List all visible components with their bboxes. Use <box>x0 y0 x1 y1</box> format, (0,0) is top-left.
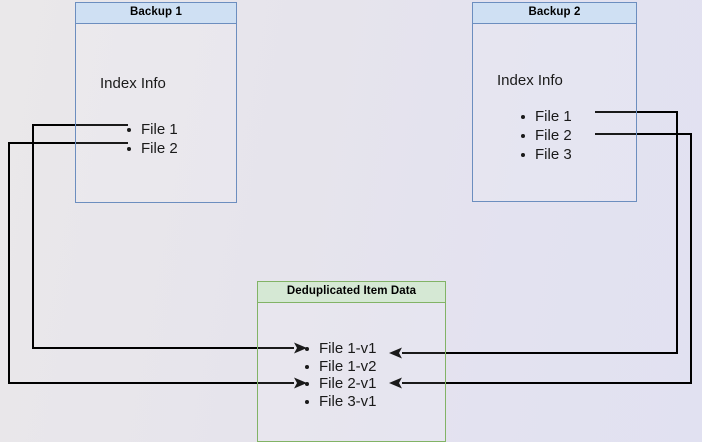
node-backup2-file-list: File 1 File 2 File 3 <box>520 107 572 164</box>
node-backup2-index-label: Index Info <box>497 72 563 89</box>
list-item[interactable]: File 2-v1 <box>304 375 377 393</box>
node-dedup-file-list: File 1-v1 File 1-v2 File 2-v1 File 3-v1 <box>304 340 377 410</box>
node-backup1-body: Index Info File 1 File 2 <box>76 24 236 202</box>
node-backup2[interactable]: Backup 2 Index Info File 1 File 2 File 3 <box>472 2 637 202</box>
node-backup1-file-list: File 1 File 2 <box>126 120 178 158</box>
list-item[interactable]: File 3 <box>520 145 572 164</box>
node-deduplicated-item-data-title: Deduplicated Item Data <box>258 282 445 303</box>
node-backup1-title: Backup 1 <box>76 3 236 24</box>
list-item[interactable]: File 2 <box>520 126 572 145</box>
node-backup2-body: Index Info File 1 File 2 File 3 <box>473 24 636 201</box>
list-item[interactable]: File 2 <box>126 139 178 158</box>
list-item[interactable]: File 1-v1 <box>304 340 377 358</box>
node-backup1-index-label: Index Info <box>100 75 166 92</box>
node-backup1[interactable]: Backup 1 Index Info File 1 File 2 <box>75 2 237 203</box>
node-backup2-title: Backup 2 <box>473 3 636 24</box>
node-deduplicated-item-data-body: File 1-v1 File 1-v2 File 2-v1 File 3-v1 <box>258 303 445 441</box>
list-item[interactable]: File 1 <box>126 120 178 139</box>
list-item[interactable]: File 1 <box>520 107 572 126</box>
node-deduplicated-item-data[interactable]: Deduplicated Item Data File 1-v1 File 1-… <box>257 281 446 442</box>
list-item[interactable]: File 1-v2 <box>304 358 377 376</box>
list-item[interactable]: File 3-v1 <box>304 393 377 411</box>
